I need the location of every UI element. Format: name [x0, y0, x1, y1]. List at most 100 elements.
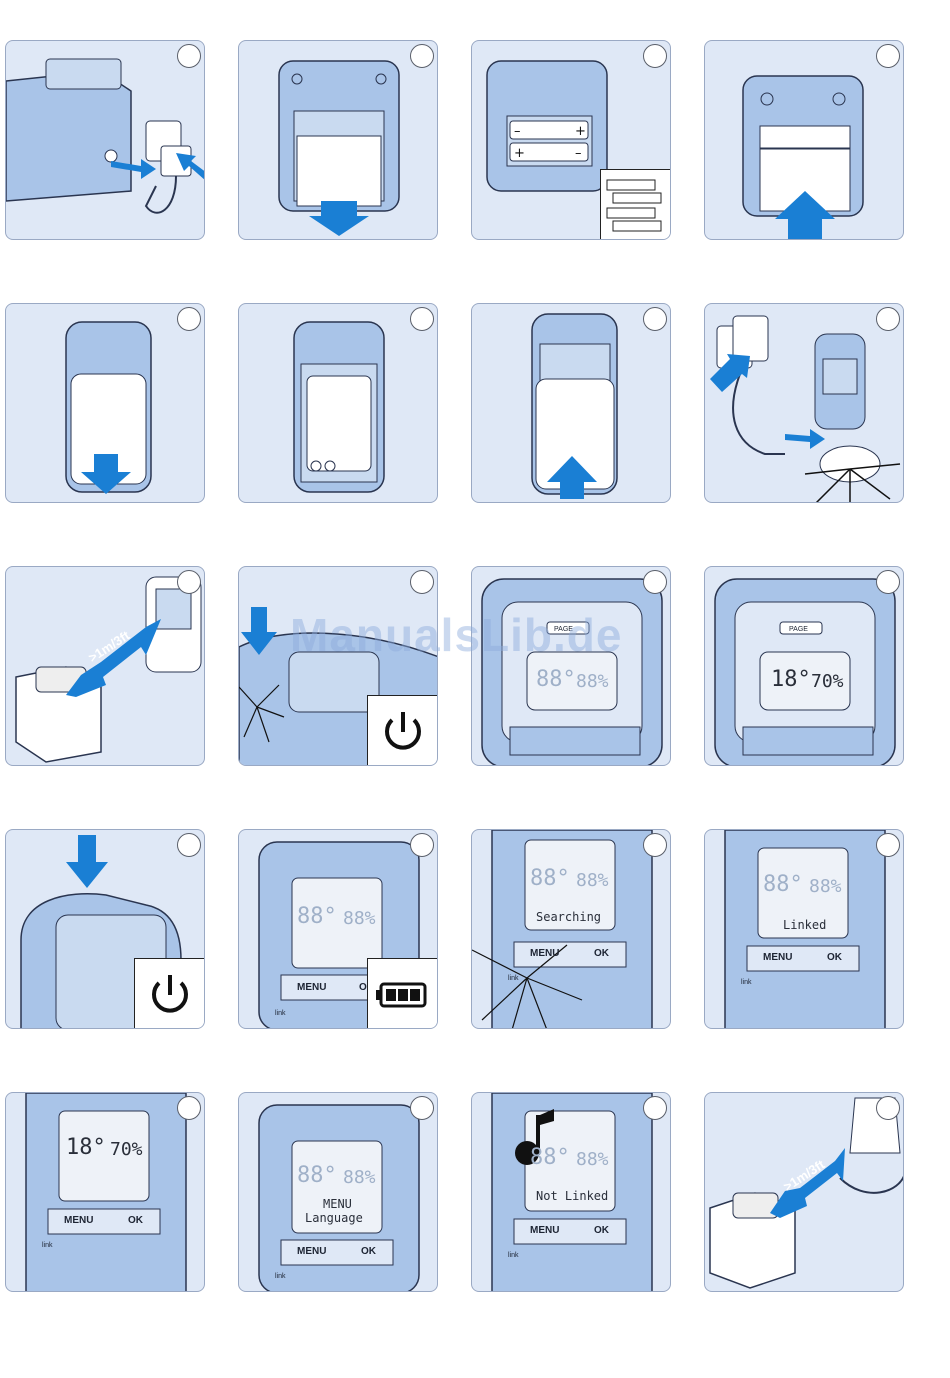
lcd-humidity: 88% [576, 870, 609, 891]
power-icon [135, 959, 205, 1029]
panel-8-charge-parent-unit [704, 303, 904, 503]
step-number-circle [410, 570, 434, 594]
step-number-circle [177, 570, 201, 594]
lcd-temperature: 88° [530, 866, 570, 891]
step-number-circle [643, 833, 667, 857]
power-icon [368, 696, 438, 766]
menu-button[interactable]: MENU [64, 1215, 93, 1226]
lcd-humidity: 70% [811, 671, 844, 692]
svg-text:+: + [514, 146, 525, 161]
illustration-parent-unit-back-open [6, 304, 205, 503]
battery-orientation-inset [600, 169, 671, 240]
lcd-temperature: 88° [297, 1163, 337, 1188]
step-number-circle [876, 44, 900, 68]
step-number-circle [410, 44, 434, 68]
menu-button[interactable]: MENU [530, 948, 559, 959]
lcd-temperature: 88° [297, 904, 337, 929]
illustration-baby-unit-back-open [239, 41, 438, 240]
battery-full-icon-inset [367, 958, 438, 1029]
battery-diagram [601, 170, 671, 240]
step-number-circle [177, 307, 201, 331]
step-number-circle [410, 833, 434, 857]
step-number-circle [876, 307, 900, 331]
lcd-status: Linked [783, 918, 826, 932]
ok-button[interactable]: OK [594, 948, 609, 959]
ok-button[interactable]: OK [361, 1246, 376, 1257]
link-indicator-label: link [275, 1273, 286, 1280]
step-number-circle [177, 44, 201, 68]
panel-7-close-parent-cover [471, 303, 671, 503]
lcd-humidity: 88% [576, 671, 609, 692]
lcd-menu-line: MENU [323, 1197, 352, 1211]
illustration-parent-unit-back-close [472, 304, 671, 503]
panel-19-parent-not-linked: 88° 88% Not Linked MENU OK link [471, 1092, 671, 1292]
illustration-parent-unit-front [472, 830, 671, 1029]
panel-13-switch-on-parent-unit [5, 829, 205, 1029]
illustration-parent-battery [239, 304, 438, 503]
svg-text:+: + [575, 124, 586, 139]
lcd-status: Not Linked [536, 1189, 608, 1203]
panel-3-insert-batteries: – + + – [471, 40, 671, 240]
panel-10-switch-on-baby-unit [238, 566, 438, 766]
illustration-baby-unit-adapter [6, 41, 205, 240]
panel-2-open-battery-cover [238, 40, 438, 240]
lcd-temperature: 18° [771, 667, 811, 692]
step-number-circle [876, 833, 900, 857]
lcd-temperature: 88° [530, 1145, 570, 1170]
step-number-circle [177, 833, 201, 857]
illustration-baby-unit-back-close [705, 41, 904, 240]
lcd-humidity: 88% [576, 1149, 609, 1170]
illustration-distance [6, 567, 205, 766]
step-number-circle [643, 1096, 667, 1120]
panel-4-close-battery-cover [704, 40, 904, 240]
lcd-humidity: 70% [110, 1139, 143, 1160]
step-number-circle [643, 307, 667, 331]
panel-15-parent-searching: 88° 88% Searching MENU OK link [471, 829, 671, 1029]
step-number-circle [643, 570, 667, 594]
illustration-parent-unit-front [239, 1093, 438, 1292]
ok-button[interactable]: OK [827, 952, 842, 963]
link-indicator-label: link [508, 975, 519, 982]
page-button-label[interactable]: PAGE [789, 626, 808, 633]
lcd-temperature: 88° [536, 667, 576, 692]
menu-button[interactable]: MENU [297, 1246, 326, 1257]
panel-1-connect-adapter [5, 40, 205, 240]
panel-5-open-parent-unit-cover [5, 303, 205, 503]
lcd-humidity: 88% [343, 1167, 376, 1188]
menu-button[interactable]: MENU [763, 952, 792, 963]
panel-9-place-units-apart: >1m/3ft [5, 566, 205, 766]
link-indicator-label: link [741, 979, 752, 986]
watermark: ManualsLib.de [290, 608, 622, 662]
panel-6-insert-parent-battery [238, 303, 438, 503]
panel-17-parent-reading: 18° 70% MENU OK link [5, 1092, 205, 1292]
lcd-humidity: 88% [809, 876, 842, 897]
ok-button[interactable]: OK [128, 1215, 143, 1226]
lcd-temperature: 18° [66, 1135, 106, 1160]
lcd-humidity: 88% [343, 908, 376, 929]
power-icon-inset [367, 695, 438, 766]
panel-20-place-near-crib: >1m/3ft [704, 1092, 904, 1292]
lcd-language-line: Language [305, 1211, 363, 1225]
menu-button[interactable]: MENU [530, 1225, 559, 1236]
step-number-circle [643, 44, 667, 68]
lcd-status: Searching [536, 910, 601, 924]
panel-11-baby-unit-display-startup: PAGE 88° 88% [471, 566, 671, 766]
lcd-temperature: 88° [763, 872, 803, 897]
step-number-circle [177, 1096, 201, 1120]
ok-button[interactable]: OK [594, 1225, 609, 1236]
step-number-circle [876, 570, 900, 594]
svg-text:–: – [575, 146, 582, 161]
illustration-parent-unit-front [6, 1093, 205, 1292]
panel-12-baby-unit-display-reading: PAGE 18° 70% [704, 566, 904, 766]
svg-text:–: – [514, 124, 521, 139]
step-number-circle [876, 1096, 900, 1120]
step-number-circle [410, 307, 434, 331]
panel-14-parent-battery-full: 88° 88% MENU OK link [238, 829, 438, 1029]
illustration-charging [705, 304, 904, 503]
menu-button[interactable]: MENU [297, 982, 326, 993]
power-icon-inset [134, 958, 205, 1029]
panel-16-parent-linked: 88° 88% Linked MENU OK link [704, 829, 904, 1029]
link-indicator-label: link [275, 1010, 286, 1017]
link-indicator-label: link [508, 1252, 519, 1259]
panel-18-parent-menu-language: 88° 88% MENU Language MENU OK link [238, 1092, 438, 1292]
